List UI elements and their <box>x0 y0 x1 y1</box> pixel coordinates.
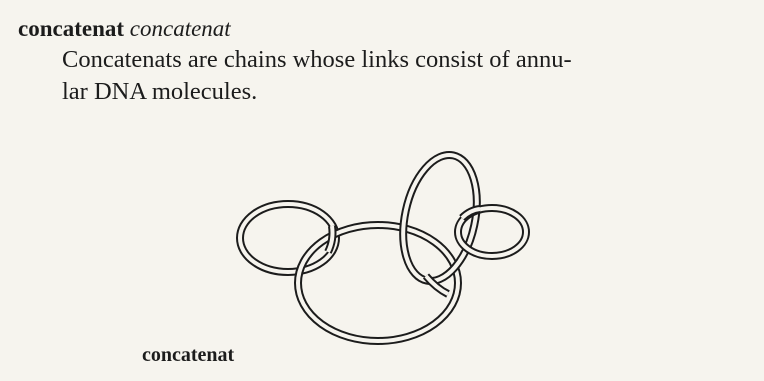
entry-definition: Concatenats are chains whose links consi… <box>62 44 753 108</box>
figure-caption: concatenat <box>142 342 234 368</box>
dictionary-entry: concatenat concatenat Concatenats are ch… <box>18 14 753 108</box>
entry-translation: concatenat <box>130 16 231 41</box>
headword-line: concatenat concatenat <box>18 14 753 44</box>
definition-line-1: Concatenats are chains whose links consi… <box>62 44 753 76</box>
concatenat-diagram <box>230 148 550 348</box>
concatenat-illustration <box>230 148 550 348</box>
entry-term: concatenat <box>18 16 124 41</box>
definition-line-2: lar DNA molecules. <box>62 76 753 108</box>
ring-tall <box>392 148 487 288</box>
